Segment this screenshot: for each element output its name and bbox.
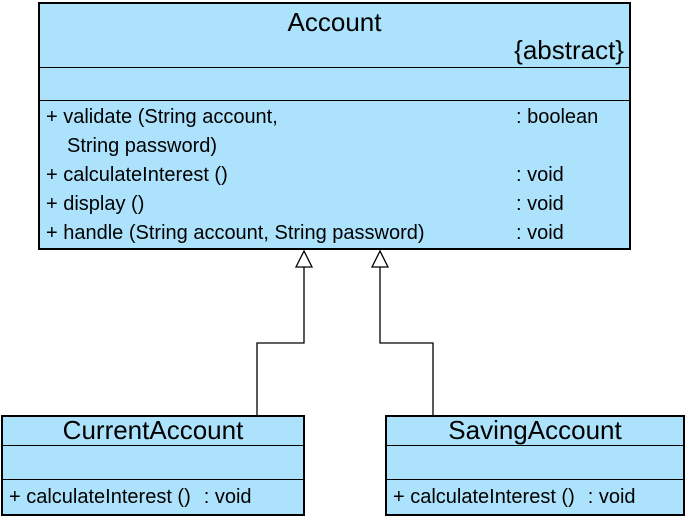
generalization-connector-currentaccount xyxy=(256,249,314,415)
method-return-type: : void xyxy=(516,222,564,244)
method-row-validate-continuation: String password) xyxy=(40,132,629,161)
class-header-account: Account {abstract} xyxy=(40,4,629,67)
generalization-arrowhead xyxy=(370,249,390,268)
connector-line xyxy=(379,267,434,415)
class-name-savingaccount: SavingAccount xyxy=(448,415,622,445)
method-signature: + calculateInterest () xyxy=(9,485,191,508)
method-return-type: : void xyxy=(516,164,564,186)
generalization-arrowhead xyxy=(294,249,314,268)
connector-line xyxy=(256,267,305,415)
method-signature: String password) xyxy=(67,135,218,157)
method-return-type: : void xyxy=(203,485,252,508)
class-box-currentaccount: CurrentAccount + calculateInterest () : … xyxy=(1,415,305,516)
method-return-type: : boolean xyxy=(516,106,599,128)
methods-section-savingaccount: + calculateInterest () : void xyxy=(387,479,683,514)
stereotype-abstract: {abstract} xyxy=(514,35,624,65)
class-box-account: Account {abstract} + validate (String ac… xyxy=(38,2,631,250)
method-row-display: + display () : void xyxy=(40,190,629,219)
method-return-type: : void xyxy=(516,193,564,215)
method-signature: + handle (String account, String passwor… xyxy=(46,222,425,244)
class-box-savingaccount: SavingAccount + calculateInterest () : v… xyxy=(385,415,685,516)
method-row-validate: + validate (String account, : boolean xyxy=(40,103,629,132)
class-name-account: Account xyxy=(287,7,382,37)
method-signature: + validate (String account, xyxy=(46,106,278,128)
method-row-calculateinterest: + calculateInterest () : void xyxy=(40,161,629,190)
attributes-section-account xyxy=(40,67,629,100)
methods-section-account: + validate (String account, : boolean St… xyxy=(40,100,629,248)
generalization-connector-savingaccount xyxy=(370,249,434,415)
attributes-section-savingaccount xyxy=(387,445,683,479)
method-return-type: : void xyxy=(587,485,636,508)
method-row-handle: + handle (String account, String passwor… xyxy=(40,219,629,248)
attributes-section-currentaccount xyxy=(3,445,303,479)
method-signature: + calculateInterest () xyxy=(393,485,575,508)
class-header-currentaccount: CurrentAccount xyxy=(3,417,303,445)
class-header-savingaccount: SavingAccount xyxy=(387,417,683,445)
methods-section-currentaccount: + calculateInterest () : void xyxy=(3,479,303,514)
class-name-currentaccount: CurrentAccount xyxy=(62,415,244,445)
method-signature: + display () xyxy=(46,193,145,215)
method-signature: + calculateInterest () xyxy=(46,164,228,186)
